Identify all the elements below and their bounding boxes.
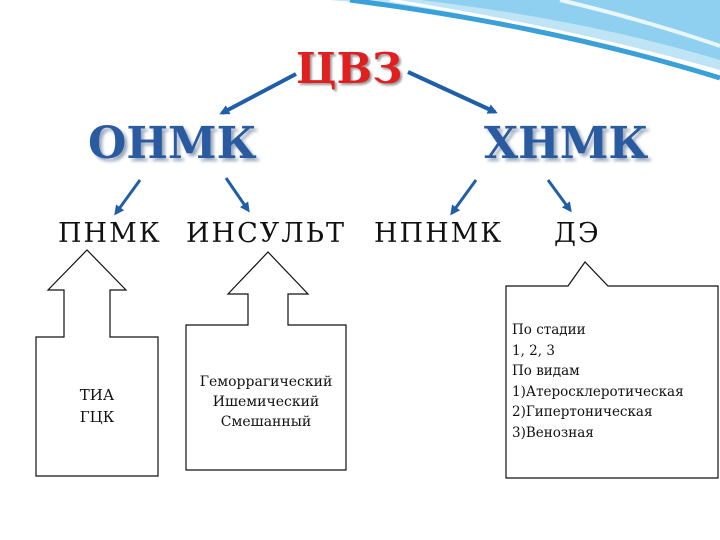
box-middle-line: Ишемический <box>212 394 320 410</box>
node-hnmk: ХНМК <box>484 118 649 169</box>
node-npnmk: НПНМК <box>374 218 504 249</box>
arrow-title-to-hnmk <box>407 70 498 114</box>
box-right-line: По стадии <box>512 322 586 338</box>
box-right-line: 1)Атеросклеротическая <box>512 383 684 400</box>
arrow-hnmk-to-npnmk <box>450 179 478 216</box>
box-left-line: ТИА <box>79 386 115 404</box>
box-middle-line: Смешанный <box>220 414 312 430</box>
box-right-line: 2)Гипертоническая <box>512 404 653 420</box>
box-middle-line: Геморрагический <box>199 374 333 390</box>
box-right-line: По видам <box>512 363 580 379</box>
node-onmk: ОНМК <box>88 118 257 169</box>
box-middle-text: Геморрагический Ишемический Смешанный <box>186 372 346 432</box>
callout-box-right <box>505 261 719 479</box>
arrow-onmk-to-pnmk <box>114 179 142 216</box>
callout-box-left <box>35 249 159 477</box>
arrow-title-to-onmk <box>219 72 297 115</box>
node-de: ДЭ <box>554 218 601 249</box>
diagram-title: ЦВЗ <box>296 44 403 93</box>
box-right-line: 3)Венозная <box>512 424 594 441</box>
box-left-text: ТИА ГЦК <box>36 384 158 428</box>
node-insult: ИНСУЛЬТ <box>186 218 346 249</box>
box-left-line: ГЦК <box>79 408 115 426</box>
box-right-text: По стадии 1, 2, 3 По видам 1)Атеросклеро… <box>512 320 716 443</box>
box-right-line: 1, 2, 3 <box>512 342 555 359</box>
arrow-hnmk-to-de <box>546 179 572 213</box>
callout-box-middle <box>185 251 347 471</box>
node-pnmk: ПНМК <box>58 218 162 249</box>
arrow-onmk-to-insult <box>224 177 250 213</box>
